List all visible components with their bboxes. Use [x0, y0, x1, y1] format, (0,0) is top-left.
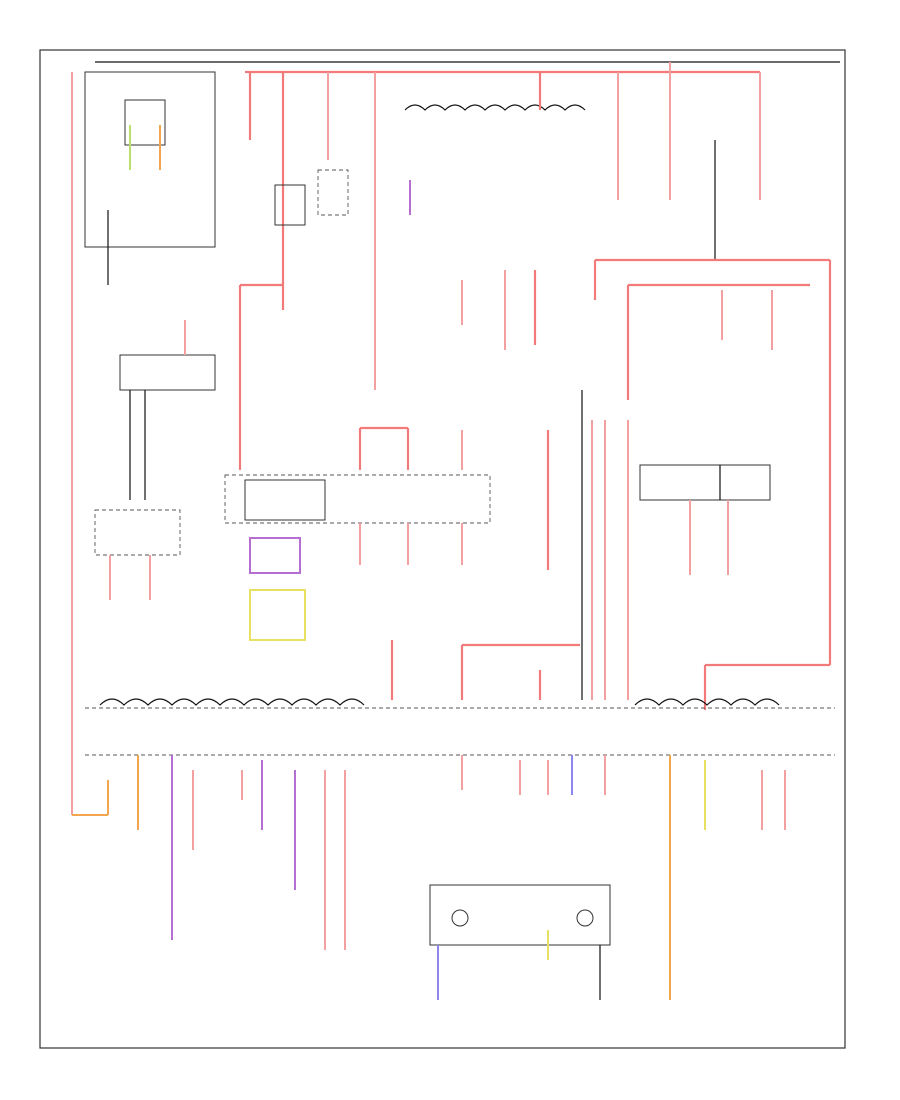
diagram-frame [39, 49, 846, 1049]
ignition-switch-box [119, 354, 216, 391]
fuse-arcs-top [404, 104, 586, 111]
relay-box-left [94, 509, 181, 556]
right-module-box [639, 464, 771, 501]
yellow-relay [249, 589, 306, 641]
bottom-module-box [429, 884, 611, 946]
relay-box-center-2 [317, 169, 349, 216]
purple-relay [249, 537, 301, 574]
relay-box-center [274, 184, 306, 226]
battery-junction-box [84, 71, 216, 248]
bottom-module-lamp-left [451, 909, 469, 927]
relay-module-box [224, 474, 491, 524]
bottom-module-lamp-right [576, 909, 594, 927]
fuse-arcs-lower-left [99, 698, 365, 706]
fuse-arcs-lower-right [634, 698, 780, 706]
fuse-block-top-left [124, 99, 166, 146]
relay-module-inner [244, 479, 326, 521]
